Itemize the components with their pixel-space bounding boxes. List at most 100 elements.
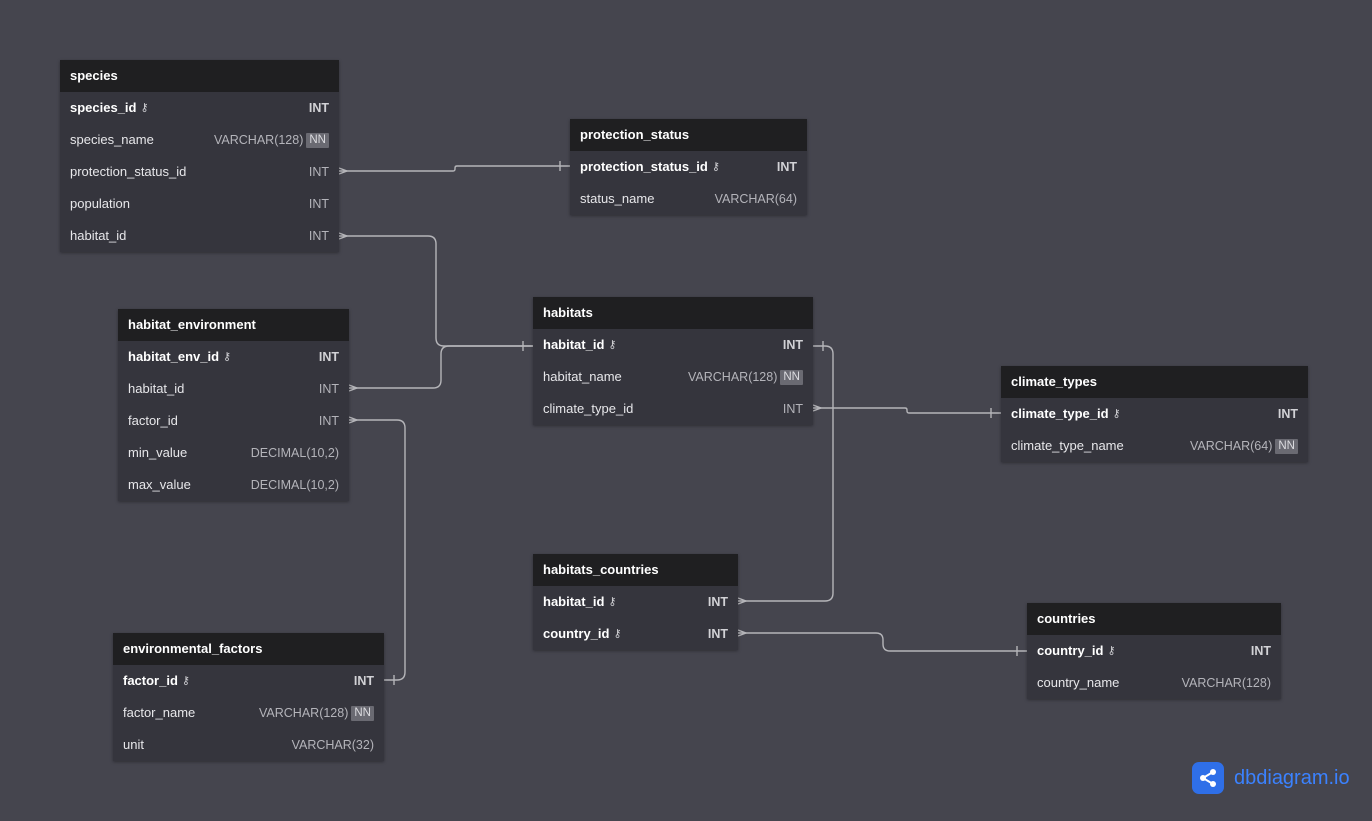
table-climate-types[interactable]: climate_types climate_type_id⚷ INT clima… (1001, 366, 1308, 462)
column-habitat-name[interactable]: habitat_name VARCHAR(128) NN (533, 361, 813, 393)
crowfoot-mark (338, 232, 349, 240)
column-species-name[interactable]: species_name VARCHAR(128) NN (60, 124, 339, 156)
column-type: INT (318, 414, 339, 428)
column-habitat-id[interactable]: habitat_id INT (118, 373, 349, 405)
column-type: INT (707, 627, 728, 641)
table-habitat-environment[interactable]: habitat_environment habitat_env_id⚷ INT … (118, 309, 349, 501)
crowfoot-mark (737, 629, 748, 637)
table-header[interactable]: habitats (533, 297, 813, 329)
column-name: climate_type_name (1011, 438, 1124, 453)
column-type: INT (782, 402, 803, 416)
column-population[interactable]: population INT (60, 188, 339, 220)
column-name: protection_status_id (70, 164, 187, 179)
column-type: INT (707, 595, 728, 609)
column-climate-type-id[interactable]: climate_type_id⚷ INT (1001, 398, 1308, 430)
table-header[interactable]: countries (1027, 603, 1281, 635)
column-name: country_id (543, 625, 610, 641)
column-name: species_name (70, 132, 154, 147)
column-climate-type-name[interactable]: climate_type_name VARCHAR(64) NN (1001, 430, 1308, 462)
column-type: VARCHAR(128) (1181, 676, 1271, 690)
column-status-name[interactable]: status_name VARCHAR(64) (570, 183, 807, 215)
column-type: DECIMAL(10,2) (250, 446, 339, 460)
column-factor-id[interactable]: factor_id⚷ INT (113, 665, 384, 697)
relation-habitats-countries-habitats (738, 345, 834, 602)
column-name: protection_status_id (580, 158, 708, 174)
brand-logo-link[interactable]: dbdiagram.io (1192, 762, 1350, 794)
column-name: habitat_id (543, 336, 605, 352)
column-type: VARCHAR(128) (214, 133, 304, 147)
table-species[interactable]: species species_id⚷ INT species_name VAR… (60, 60, 339, 252)
column-climate-type-id[interactable]: climate_type_id INT (533, 393, 813, 425)
relation-species-habitats (339, 235, 533, 347)
column-name: max_value (128, 477, 191, 492)
crowfoot-mark (737, 597, 748, 605)
column-name: population (70, 196, 130, 211)
table-header[interactable]: environmental_factors (113, 633, 384, 665)
key-icon: ⚷ (608, 339, 617, 352)
table-habitats-countries[interactable]: habitats_countries habitat_id⚷ INT count… (533, 554, 738, 650)
column-name: climate_type_id (543, 401, 634, 416)
crowfoot-mark (812, 404, 823, 412)
column-type: INT (308, 229, 329, 243)
brand-name: dbdiagram.io (1234, 766, 1350, 789)
key-icon: ⚷ (181, 675, 190, 688)
column-name: min_value (128, 445, 188, 460)
column-protection-status-id[interactable]: protection_status_id INT (60, 156, 339, 188)
column-habitat-env-id[interactable]: habitat_env_id⚷ INT (118, 341, 349, 373)
column-type: INT (776, 160, 797, 174)
key-icon: ⚷ (223, 351, 232, 364)
column-name: habitat_id (70, 228, 127, 243)
column-habitat-id[interactable]: habitat_id⚷ INT (533, 329, 813, 361)
column-habitat-id[interactable]: habitat_id INT (60, 220, 339, 252)
share-nodes-icon (1192, 762, 1224, 794)
not-null-badge: NN (351, 705, 374, 721)
table-habitats[interactable]: habitats habitat_id⚷ INT habitat_name VA… (533, 297, 813, 425)
column-habitat-id[interactable]: habitat_id⚷ INT (533, 586, 738, 618)
column-unit[interactable]: unit VARCHAR(32) (113, 729, 384, 761)
column-country-id[interactable]: country_id⚷ INT (1027, 635, 1281, 667)
column-type: INT (308, 197, 329, 211)
column-max-value[interactable]: max_value DECIMAL(10,2) (118, 469, 349, 501)
column-name: habitat_name (543, 369, 622, 384)
table-header[interactable]: protection_status (570, 119, 807, 151)
crowfoot-mark (348, 384, 359, 392)
key-icon: ⚷ (1112, 408, 1121, 421)
column-country-name[interactable]: country_name VARCHAR(128) (1027, 667, 1281, 699)
relation-species-protection-status (339, 165, 570, 172)
column-name: factor_id (128, 413, 178, 428)
column-name: country_name (1037, 675, 1120, 690)
column-name: status_name (580, 191, 655, 206)
table-countries[interactable]: countries country_id⚷ INT country_name V… (1027, 603, 1281, 699)
key-icon: ⚷ (613, 628, 622, 641)
table-environmental-factors[interactable]: environmental_factors factor_id⚷ INT fac… (113, 633, 384, 761)
column-type: INT (318, 382, 339, 396)
not-null-badge: NN (780, 369, 803, 385)
table-header[interactable]: species (60, 60, 339, 92)
table-protection-status[interactable]: protection_status protection_status_id⚷ … (570, 119, 807, 215)
column-name: country_id (1037, 642, 1104, 658)
key-icon: ⚷ (140, 102, 149, 115)
column-min-value[interactable]: min_value DECIMAL(10,2) (118, 437, 349, 469)
column-species-id[interactable]: species_id⚷ INT (60, 92, 339, 124)
table-header[interactable]: habitat_environment (118, 309, 349, 341)
table-header[interactable]: habitats_countries (533, 554, 738, 586)
column-factor-name[interactable]: factor_name VARCHAR(128) NN (113, 697, 384, 729)
column-factor-id[interactable]: factor_id INT (118, 405, 349, 437)
relation-habitats-countries-countries (738, 632, 1027, 652)
column-type: INT (318, 350, 339, 364)
column-name: species_id (70, 99, 137, 115)
column-country-id[interactable]: country_id⚷ INT (533, 618, 738, 650)
column-name: habitat_env_id (128, 348, 220, 364)
key-icon: ⚷ (608, 596, 617, 609)
column-type: VARCHAR(32) (291, 738, 374, 752)
column-type: INT (1277, 407, 1298, 421)
column-protection-status-id[interactable]: protection_status_id⚷ INT (570, 151, 807, 183)
table-header[interactable]: climate_types (1001, 366, 1308, 398)
not-null-badge: NN (306, 132, 329, 148)
column-name: unit (123, 737, 144, 752)
column-name: factor_id (123, 672, 178, 688)
crowfoot-mark (338, 167, 349, 175)
column-name: habitat_id (543, 593, 605, 609)
column-type: DECIMAL(10,2) (250, 478, 339, 492)
